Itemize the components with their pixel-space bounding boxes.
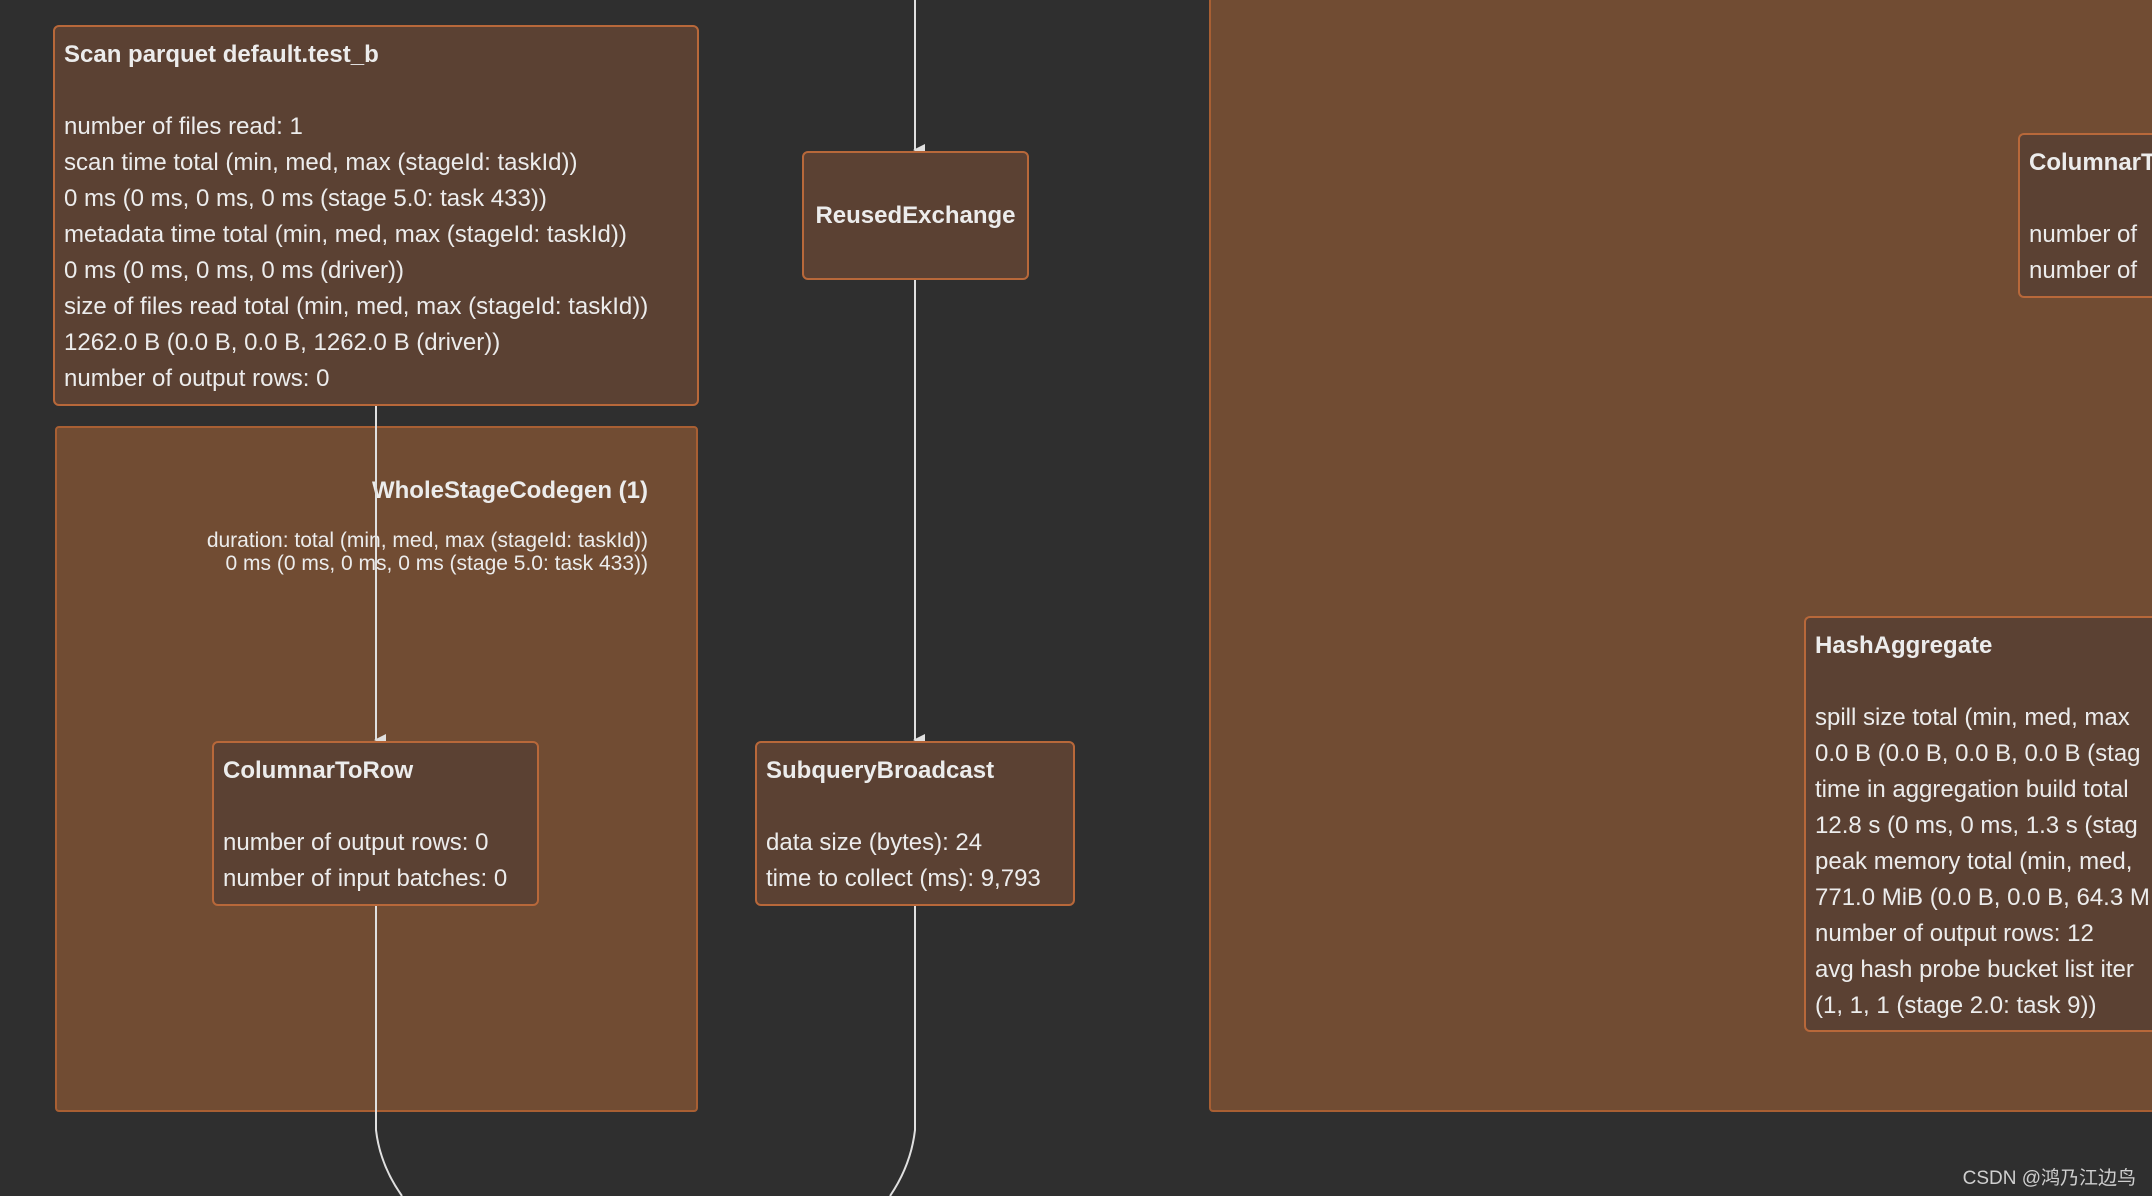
node-metric: 0 ms (0 ms, 0 ms, 0 ms (stage 5.0: task …	[64, 185, 547, 212]
node-metric: avg hash probe bucket list iter	[1815, 956, 2134, 983]
node-metric: 771.0 MiB (0.0 B, 0.0 B, 64.3 M	[1815, 884, 2150, 911]
cluster-metric-line: duration: total (min, med, max (stageId:…	[206, 529, 648, 552]
node-metric: 12.8 s (0 ms, 0 ms, 1.3 s (stag	[1815, 812, 2138, 839]
cluster-title: WholeStageCodegen (1)	[371, 477, 648, 504]
node-title: ColumnarT	[2029, 149, 2152, 176]
columnar-to-row-right-node[interactable]: ColumnarT number of number of	[2018, 133, 2152, 298]
cluster-metric-line: 0 ms (0 ms, 0 ms, 0 ms (stage 5.0: task …	[225, 552, 648, 575]
node-metric: time in aggregation build total	[1815, 776, 2129, 803]
hash-aggregate-node[interactable]: HashAggregate spill size total (min, med…	[1804, 616, 2152, 1032]
node-title: ReusedExchange	[815, 201, 1016, 229]
node-metric: number of input batches: 0	[223, 865, 508, 892]
scan-parquet-node[interactable]: Scan parquet default.test_b number of fi…	[53, 25, 699, 406]
node-title: SubqueryBroadcast	[766, 757, 995, 784]
node-title: ColumnarToRow	[223, 757, 414, 784]
columnar-to-row-node[interactable]: ColumnarToRow number of output rows: 0 n…	[212, 741, 539, 906]
node-metric: number of files read: 1	[64, 113, 303, 140]
node-metric: data size (bytes): 24	[766, 829, 983, 856]
node-metric: 1262.0 B (0.0 B, 0.0 B, 1262.0 B (driver…	[64, 329, 501, 356]
subquery-broadcast-node[interactable]: SubqueryBroadcast data size (bytes): 24 …	[755, 741, 1075, 906]
node-metric: number of output rows: 0	[64, 365, 330, 392]
node-metric: number of output rows: 0	[223, 829, 489, 856]
node-title: HashAggregate	[1815, 632, 1993, 659]
node-metric: peak memory total (min, med,	[1815, 848, 2133, 875]
node-metric: time to collect (ms): 9,793	[766, 865, 1041, 892]
node-metric: number of output rows: 12	[1815, 920, 2094, 947]
reused-exchange-node[interactable]: ReusedExchange	[802, 151, 1029, 280]
node-metric: metadata time total (min, med, max (stag…	[64, 221, 627, 248]
node-metric: number of	[2029, 257, 2138, 284]
node-metric: size of files read total (min, med, max …	[64, 293, 649, 320]
node-metric: spill size total (min, med, max	[1815, 704, 2130, 731]
node-metric: number of	[2029, 221, 2138, 248]
edge-subquery-broadcast-out	[889, 906, 916, 1196]
node-metric: 0 ms (0 ms, 0 ms, 0 ms (driver))	[64, 257, 405, 284]
edge-columnar-to-row-out	[375, 906, 403, 1196]
node-metric: 0.0 B (0.0 B, 0.0 B, 0.0 B (stag	[1815, 740, 2141, 767]
watermark: CSDN @鸿乃江边鸟	[1962, 1168, 2136, 1189]
node-metric: (1, 1, 1 (stage 2.0: task 9))	[1815, 992, 2097, 1019]
node-metric: scan time total (min, med, max (stageId:…	[64, 149, 578, 176]
node-title: Scan parquet default.test_b	[64, 41, 379, 68]
